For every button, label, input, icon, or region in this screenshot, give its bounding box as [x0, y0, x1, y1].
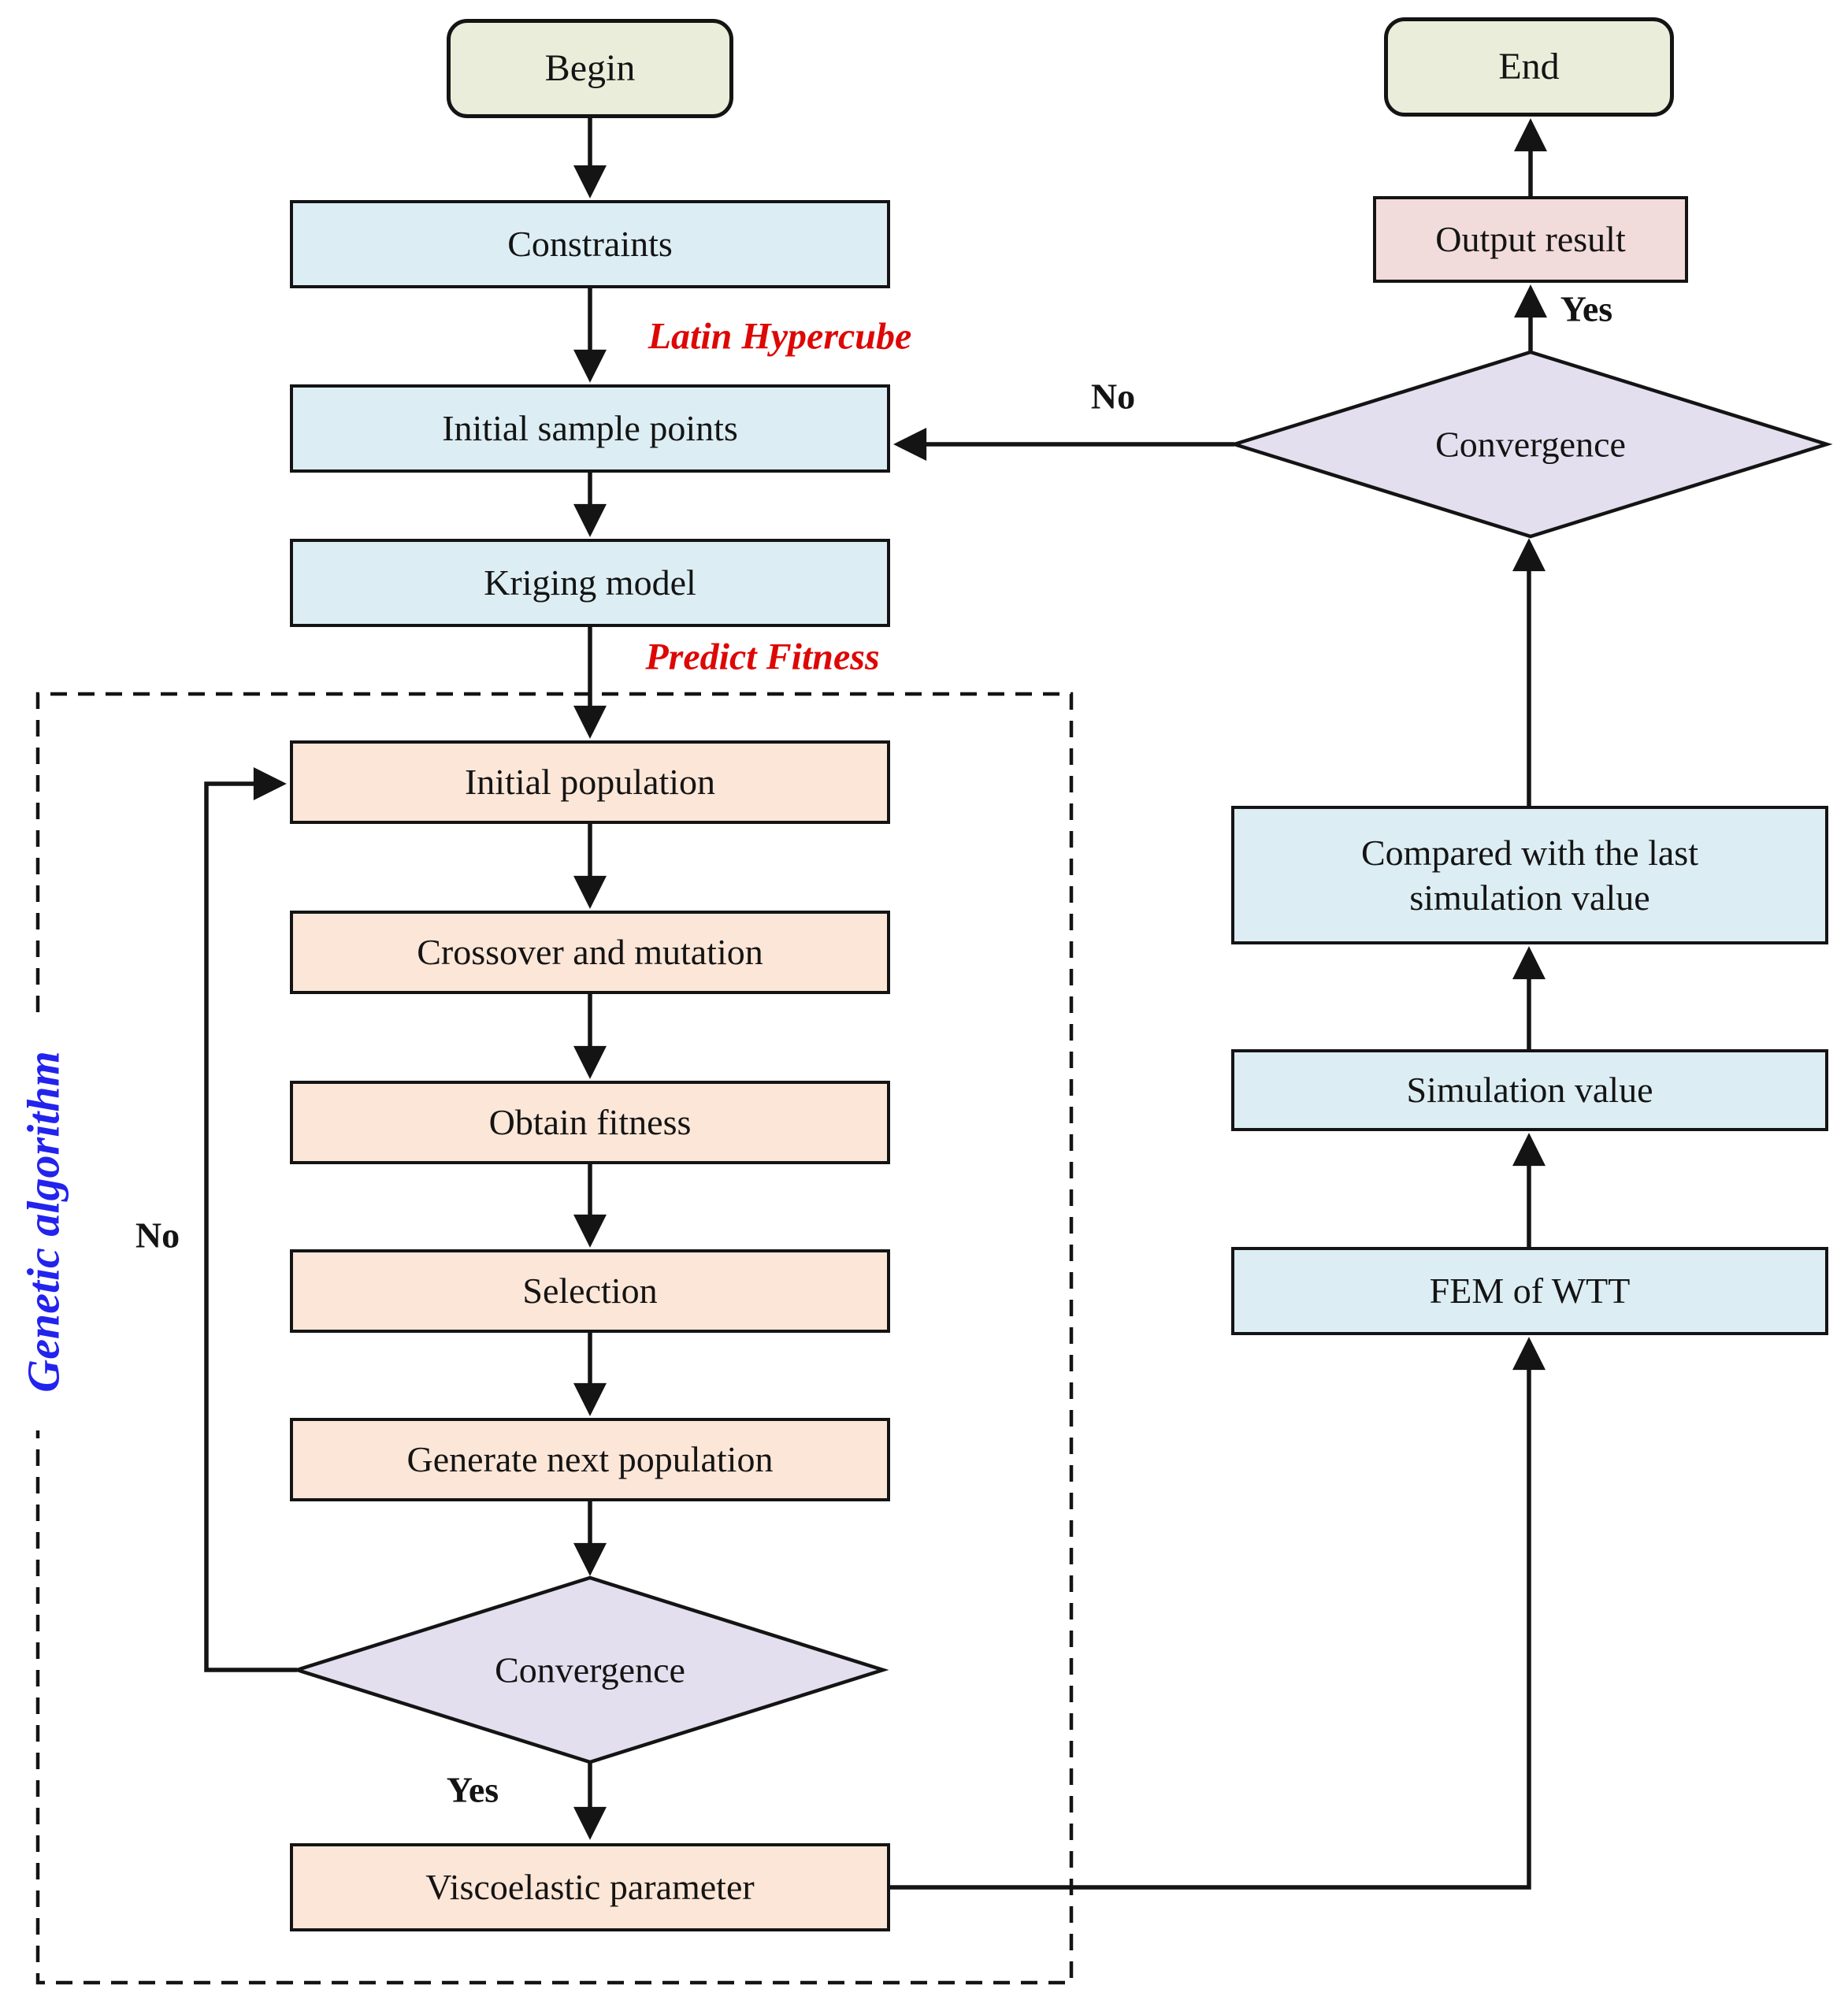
convergence-main-yes-label: Yes: [1560, 288, 1613, 329]
node-selection: Selection: [290, 1249, 890, 1333]
node-initial-sample-points-label: Initial sample points: [442, 408, 738, 449]
node-constraints: Constraints: [290, 200, 890, 288]
node-end-label: End: [1498, 46, 1560, 87]
edge-convergence-ga-no-loopback: [204, 767, 297, 1672]
genetic-algorithm-group-title: Genetic algorithm: [17, 1051, 69, 1393]
node-fem-of-wtt-label: FEM of WTT: [1429, 1271, 1631, 1312]
node-begin-label: Begin: [544, 47, 636, 89]
convergence-ga-no-label: No: [135, 1215, 180, 1256]
node-initial-sample-points: Initial sample points: [290, 384, 890, 473]
genetic-algorithm-group-border: [35, 692, 1074, 1985]
node-crossover-and-mutation: Crossover and mutation: [290, 911, 890, 994]
node-crossover-and-mutation-label: Crossover and mutation: [417, 932, 763, 973]
convergence-ga-yes-label: Yes: [446, 1769, 499, 1810]
node-begin: Begin: [447, 19, 733, 118]
node-fem-of-wtt: FEM of WTT: [1231, 1247, 1828, 1335]
node-generate-next-population-label: Generate next population: [406, 1439, 774, 1480]
convergence-main-no-label: No: [1090, 376, 1136, 417]
node-compared-with-last-label: Compared with the last simulation value: [1361, 832, 1698, 918]
node-kriging-model-label: Kriging model: [484, 562, 696, 603]
node-obtain-fitness: Obtain fitness: [290, 1081, 890, 1164]
node-generate-next-population: Generate next population: [290, 1418, 890, 1501]
node-end: End: [1384, 17, 1674, 117]
node-output-result: Output result: [1373, 196, 1688, 283]
node-simulation-value: Simulation value: [1231, 1049, 1828, 1131]
node-convergence-main-label: Convergence: [1435, 424, 1626, 465]
node-output-result-label: Output result: [1435, 219, 1626, 260]
node-simulation-value-label: Simulation value: [1406, 1070, 1653, 1111]
latin-hypercube-edge-label: Latin Hypercube: [648, 315, 912, 358]
node-viscoelastic-parameter-label: Viscoelastic parameter: [425, 1867, 755, 1908]
predict-fitness-edge-label: Predict Fitness: [645, 636, 880, 678]
node-obtain-fitness-label: Obtain fitness: [488, 1102, 692, 1143]
node-convergence-ga-label: Convergence: [495, 1649, 685, 1690]
node-selection-label: Selection: [522, 1271, 658, 1312]
node-initial-population: Initial population: [290, 740, 890, 824]
node-kriging-model: Kriging model: [290, 539, 890, 627]
node-constraints-label: Constraints: [507, 224, 673, 265]
node-viscoelastic-parameter: Viscoelastic parameter: [290, 1843, 890, 1931]
convergence-ga-diamond: [291, 1575, 889, 1764]
edge-viscoelastic-to-fem: [890, 1337, 1546, 1890]
node-initial-population-label: Initial population: [464, 762, 716, 803]
convergence-main-diamond: [1228, 350, 1833, 539]
node-compared-with-last: Compared with the last simulation value: [1231, 806, 1828, 944]
